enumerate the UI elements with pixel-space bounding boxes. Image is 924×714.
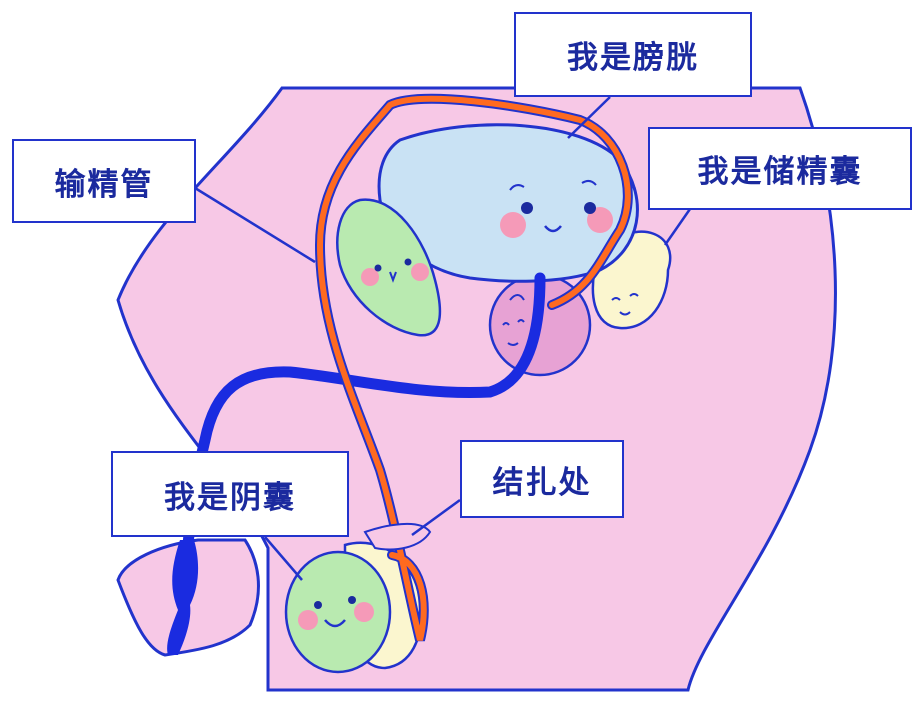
testis-face bbox=[298, 596, 374, 630]
urethra-tip bbox=[167, 540, 199, 655]
label-scrotum: 我是阴囊 bbox=[111, 451, 349, 537]
prostate-face bbox=[502, 294, 525, 346]
ligation-marker bbox=[363, 522, 432, 551]
label-vas-deferens: 输精管 bbox=[12, 139, 196, 223]
testis-shape bbox=[284, 550, 392, 674]
label-ligation-site: 结扎处 bbox=[460, 440, 624, 518]
vas-deferens-path-fill bbox=[316, 95, 631, 641]
leader-lines bbox=[194, 96, 692, 581]
left-bone-face bbox=[361, 258, 429, 286]
label-bladder: 我是膀胱 bbox=[514, 12, 752, 97]
seminal-vesicle-face bbox=[611, 293, 639, 316]
label-seminal-vesicle: 我是储精囊 bbox=[648, 127, 912, 210]
bladder-shape bbox=[377, 123, 639, 283]
left-bone-shape bbox=[336, 198, 442, 337]
bladder-face bbox=[500, 179, 613, 238]
